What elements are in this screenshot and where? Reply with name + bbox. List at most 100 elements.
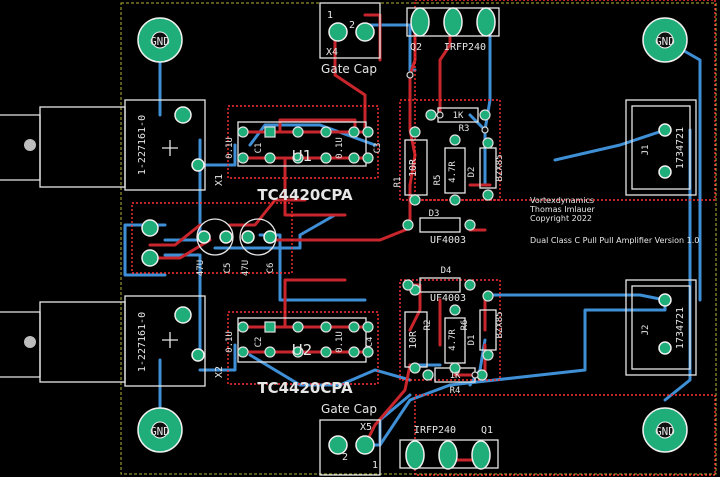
ic-pin <box>292 321 304 333</box>
d2-body <box>479 147 497 189</box>
ic-pin <box>320 321 332 333</box>
gate-cap-label-top: Gate Cap <box>321 62 377 76</box>
x1-bnc-hole <box>24 139 36 151</box>
d1-value-label: BZX85 <box>495 311 505 338</box>
x2-pin-1 <box>174 306 192 324</box>
ic-pin <box>348 321 360 333</box>
x2-bnc-flange <box>39 301 126 383</box>
r1-value-label: 10R <box>408 158 419 177</box>
u2-ref-label: U2 <box>292 341 313 359</box>
credit-line-1: Vortexdynamics <box>530 196 594 205</box>
mosfet-pads <box>405 7 496 470</box>
j1-pin-1 <box>658 123 672 137</box>
x5-outline <box>319 419 381 476</box>
c4-ref-label: C4 <box>365 337 375 348</box>
c3-pin-2 <box>362 152 374 164</box>
front-copper-traces <box>148 13 492 462</box>
r2-value-label: 10R <box>408 330 419 349</box>
via <box>481 126 489 134</box>
ic-pin <box>348 152 360 164</box>
q1-ref-label: Q1 <box>481 425 493 436</box>
mh-label-br: GND <box>655 425 675 438</box>
d4-ref-label: D4 <box>441 266 452 276</box>
c6-value-label: 47U <box>241 260 251 276</box>
j2-ref-label: J2 <box>641 325 651 336</box>
r3-pin-2 <box>479 109 491 121</box>
u1-ref-label: U1 <box>292 147 313 165</box>
x5-pin-2 <box>355 435 375 455</box>
c2-value-label: 0.1U <box>225 331 235 353</box>
c4-value-label: 0.1U <box>335 331 345 353</box>
x4-pin-1 <box>328 22 348 42</box>
c6-ref-label: C6 <box>266 263 276 274</box>
u1-courtyard <box>227 105 379 179</box>
via <box>471 371 479 379</box>
q2-pin-g <box>410 7 430 37</box>
ic-pin <box>320 346 332 358</box>
q2-pin-d <box>443 7 463 37</box>
ic-pin <box>348 126 360 138</box>
ic-pin <box>292 152 304 164</box>
c4-pin-1 <box>362 321 374 333</box>
credit-line-3: Copyright 2022 <box>530 214 592 223</box>
ic-pin <box>264 152 276 164</box>
q2-pin-s <box>476 7 496 37</box>
r6-ref-label: R6 <box>460 320 470 331</box>
pwr-pin-1 <box>141 219 159 237</box>
r3-value-label: 1K <box>453 111 464 121</box>
r6-pin-2 <box>449 362 461 374</box>
mounting-drill <box>151 31 169 49</box>
mounting-drill <box>656 31 674 49</box>
x1-ref-label: X1 <box>214 174 225 186</box>
ic-pins <box>264 126 360 358</box>
mh-label-bl: GND <box>150 425 170 438</box>
d3-body <box>419 217 461 233</box>
x1-part-label: 1-227161-0 <box>137 115 148 175</box>
ic-pin <box>292 126 304 138</box>
d2-pin-1 <box>482 137 494 149</box>
c6-pin-2 <box>263 230 277 244</box>
via <box>436 111 444 119</box>
r4-pin-1 <box>422 369 434 381</box>
r4-value-label: 1K <box>450 371 461 381</box>
j1-pin-2 <box>658 165 672 179</box>
q2-ref-label: Q2 <box>410 42 422 53</box>
c1-pin-2 <box>237 152 249 164</box>
via <box>406 71 414 79</box>
x4-pin-1-label: 1 <box>327 10 333 21</box>
x5-pin-2-label: 2 <box>342 452 348 463</box>
x2-plus-mark <box>162 332 178 348</box>
d1-body <box>479 309 497 351</box>
board-edge <box>120 2 717 475</box>
mounting-drills <box>151 31 674 439</box>
x2-ref-label: X2 <box>214 366 225 378</box>
q1-pin-d <box>438 440 458 470</box>
d3-ref-label: D3 <box>429 209 440 219</box>
c2-pin-2 <box>237 346 249 358</box>
x2-part-label: 1-227161-0 <box>137 312 148 372</box>
pwr-pin-2 <box>141 249 159 267</box>
r5-ref-label: R5 <box>433 175 443 186</box>
q1-pin-g <box>405 440 425 470</box>
j2-part-label: 1734721 <box>675 307 686 349</box>
x2-pin-2 <box>191 348 205 362</box>
u1-body <box>237 121 367 167</box>
mh-label-tr: GND <box>655 35 675 48</box>
c1-ref-label: C1 <box>254 143 264 154</box>
j1-inner <box>631 105 691 190</box>
x4-pin-2 <box>355 22 375 42</box>
c1-pin-1 <box>237 126 249 138</box>
r3-ref-label: R3 <box>459 124 470 134</box>
x4-pin-2-label: 2 <box>349 20 355 31</box>
x5-pin-1 <box>328 435 348 455</box>
c2-pin-1 <box>237 321 249 333</box>
vias <box>406 71 489 379</box>
ic-pin <box>264 126 276 138</box>
bnc-holes <box>24 139 36 348</box>
q1-pin-s <box>471 440 491 470</box>
q2-heatsink-courtyard <box>414 0 716 201</box>
credit-line-2: Thomas Imlauer <box>529 205 596 214</box>
r5-pin-1 <box>449 134 461 146</box>
gate-cap-label-bottom: Gate Cap <box>321 402 377 416</box>
